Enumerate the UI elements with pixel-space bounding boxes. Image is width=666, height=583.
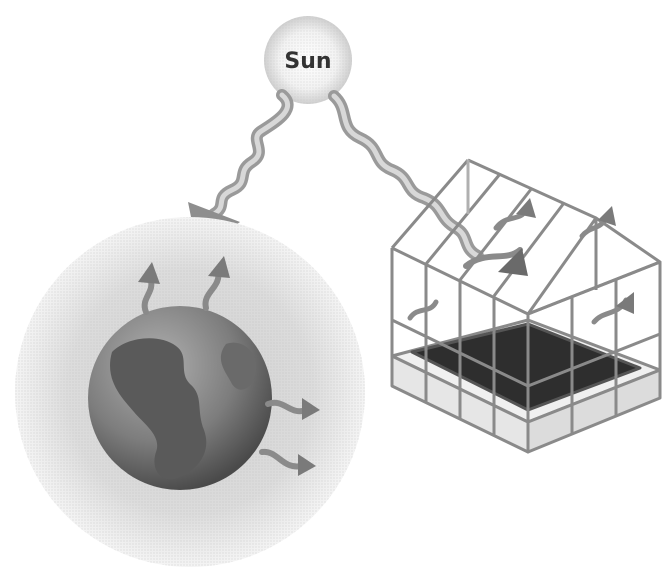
sun-label: Sun (284, 49, 331, 74)
earth (15, 217, 365, 567)
sun: Sun (264, 16, 352, 104)
